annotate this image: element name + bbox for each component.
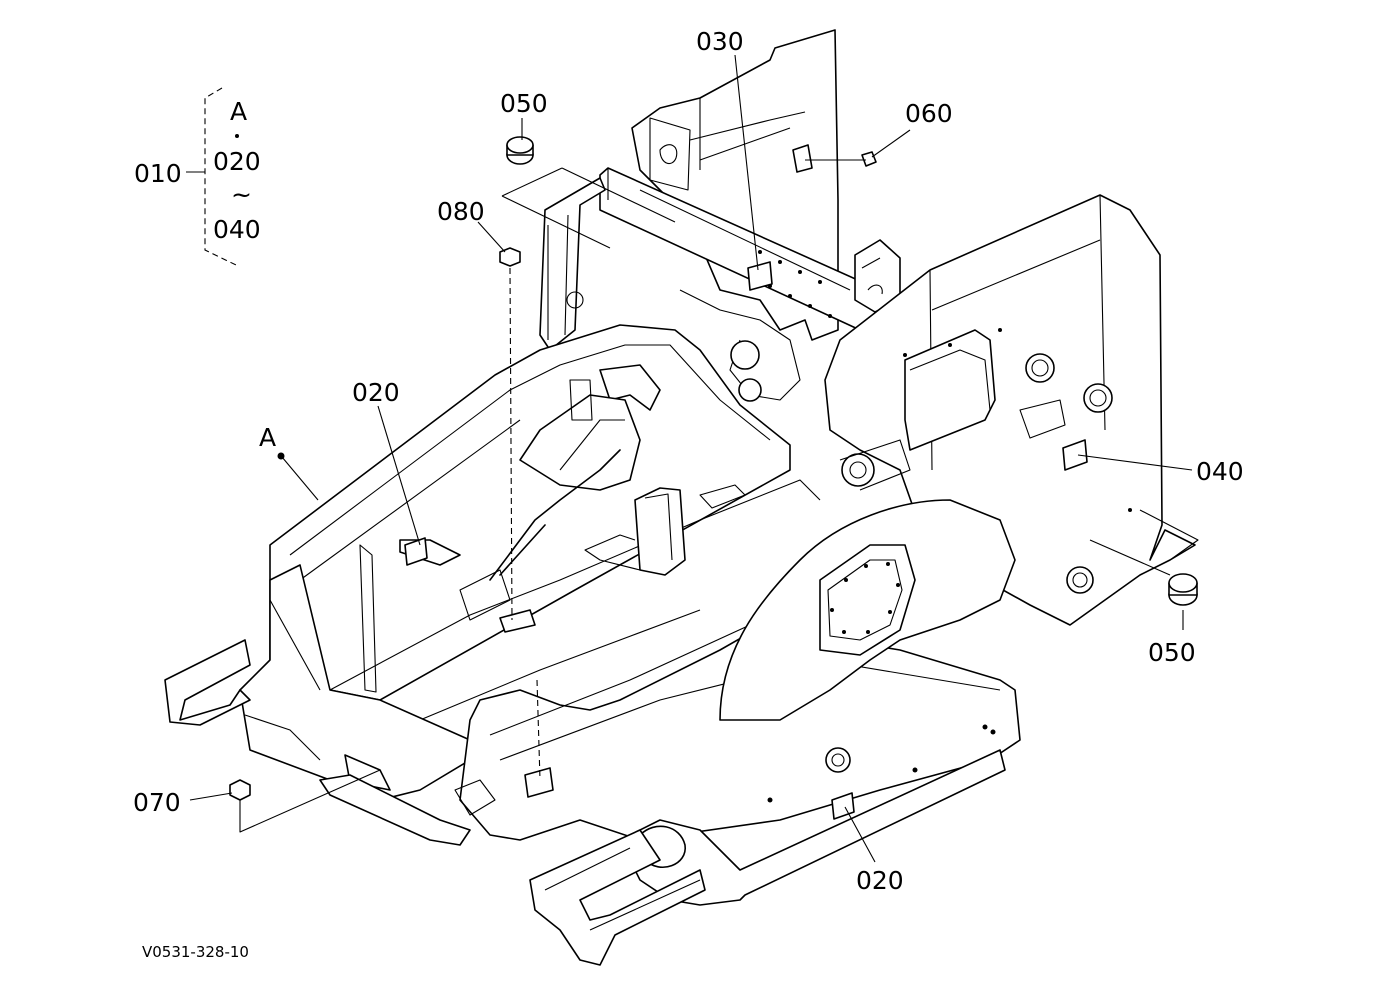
- left-side-rail: [269, 324, 791, 701]
- leader-lines: [186, 54, 1199, 863]
- callout-060: 060: [905, 99, 953, 128]
- callout-070: 070: [133, 788, 181, 817]
- callout-040: 040: [1196, 457, 1244, 486]
- front-center-member: [459, 609, 1021, 841]
- bolt-070: [229, 779, 251, 801]
- plate-040: [1062, 439, 1088, 471]
- group-bracket: [204, 87, 237, 266]
- frame-structure: [164, 29, 1196, 966]
- bottom-track-rail: [529, 829, 706, 966]
- drawing-code: V0531-328-10: [142, 943, 249, 961]
- group-marker-dot: [235, 134, 239, 138]
- group-marker-label: A: [230, 97, 247, 126]
- left-track-rail: [164, 639, 251, 726]
- callout-020-bottom: 020: [856, 866, 904, 895]
- bolt-080: [499, 247, 521, 267]
- callout-050-top: 050: [500, 89, 548, 118]
- group-range-end: 040: [213, 215, 261, 244]
- callout-labels: A 020 ~ 040 010 030 050 060 080 020 A 04…: [133, 27, 1244, 961]
- bolt-050-right: [1168, 573, 1198, 606]
- plate-030: [747, 261, 773, 291]
- left-upright-post: [539, 177, 606, 351]
- point-a-marker: [277, 452, 285, 460]
- callout-030: 030: [696, 27, 744, 56]
- bolt-050-top: [506, 136, 534, 165]
- clip-060: [792, 144, 877, 173]
- center-swing-post: [634, 487, 686, 576]
- cable-channel: [489, 449, 621, 581]
- callout-020-left: 020: [352, 378, 400, 407]
- hardware: [229, 136, 1198, 820]
- callout-010: 010: [134, 159, 182, 188]
- callout-a: A: [259, 423, 276, 452]
- group-range-start: 020: [213, 147, 261, 176]
- callout-050-right: 050: [1148, 638, 1196, 667]
- group-range-separator: ~: [231, 180, 252, 209]
- callout-080: 080: [437, 197, 485, 226]
- swing-link: [519, 394, 641, 491]
